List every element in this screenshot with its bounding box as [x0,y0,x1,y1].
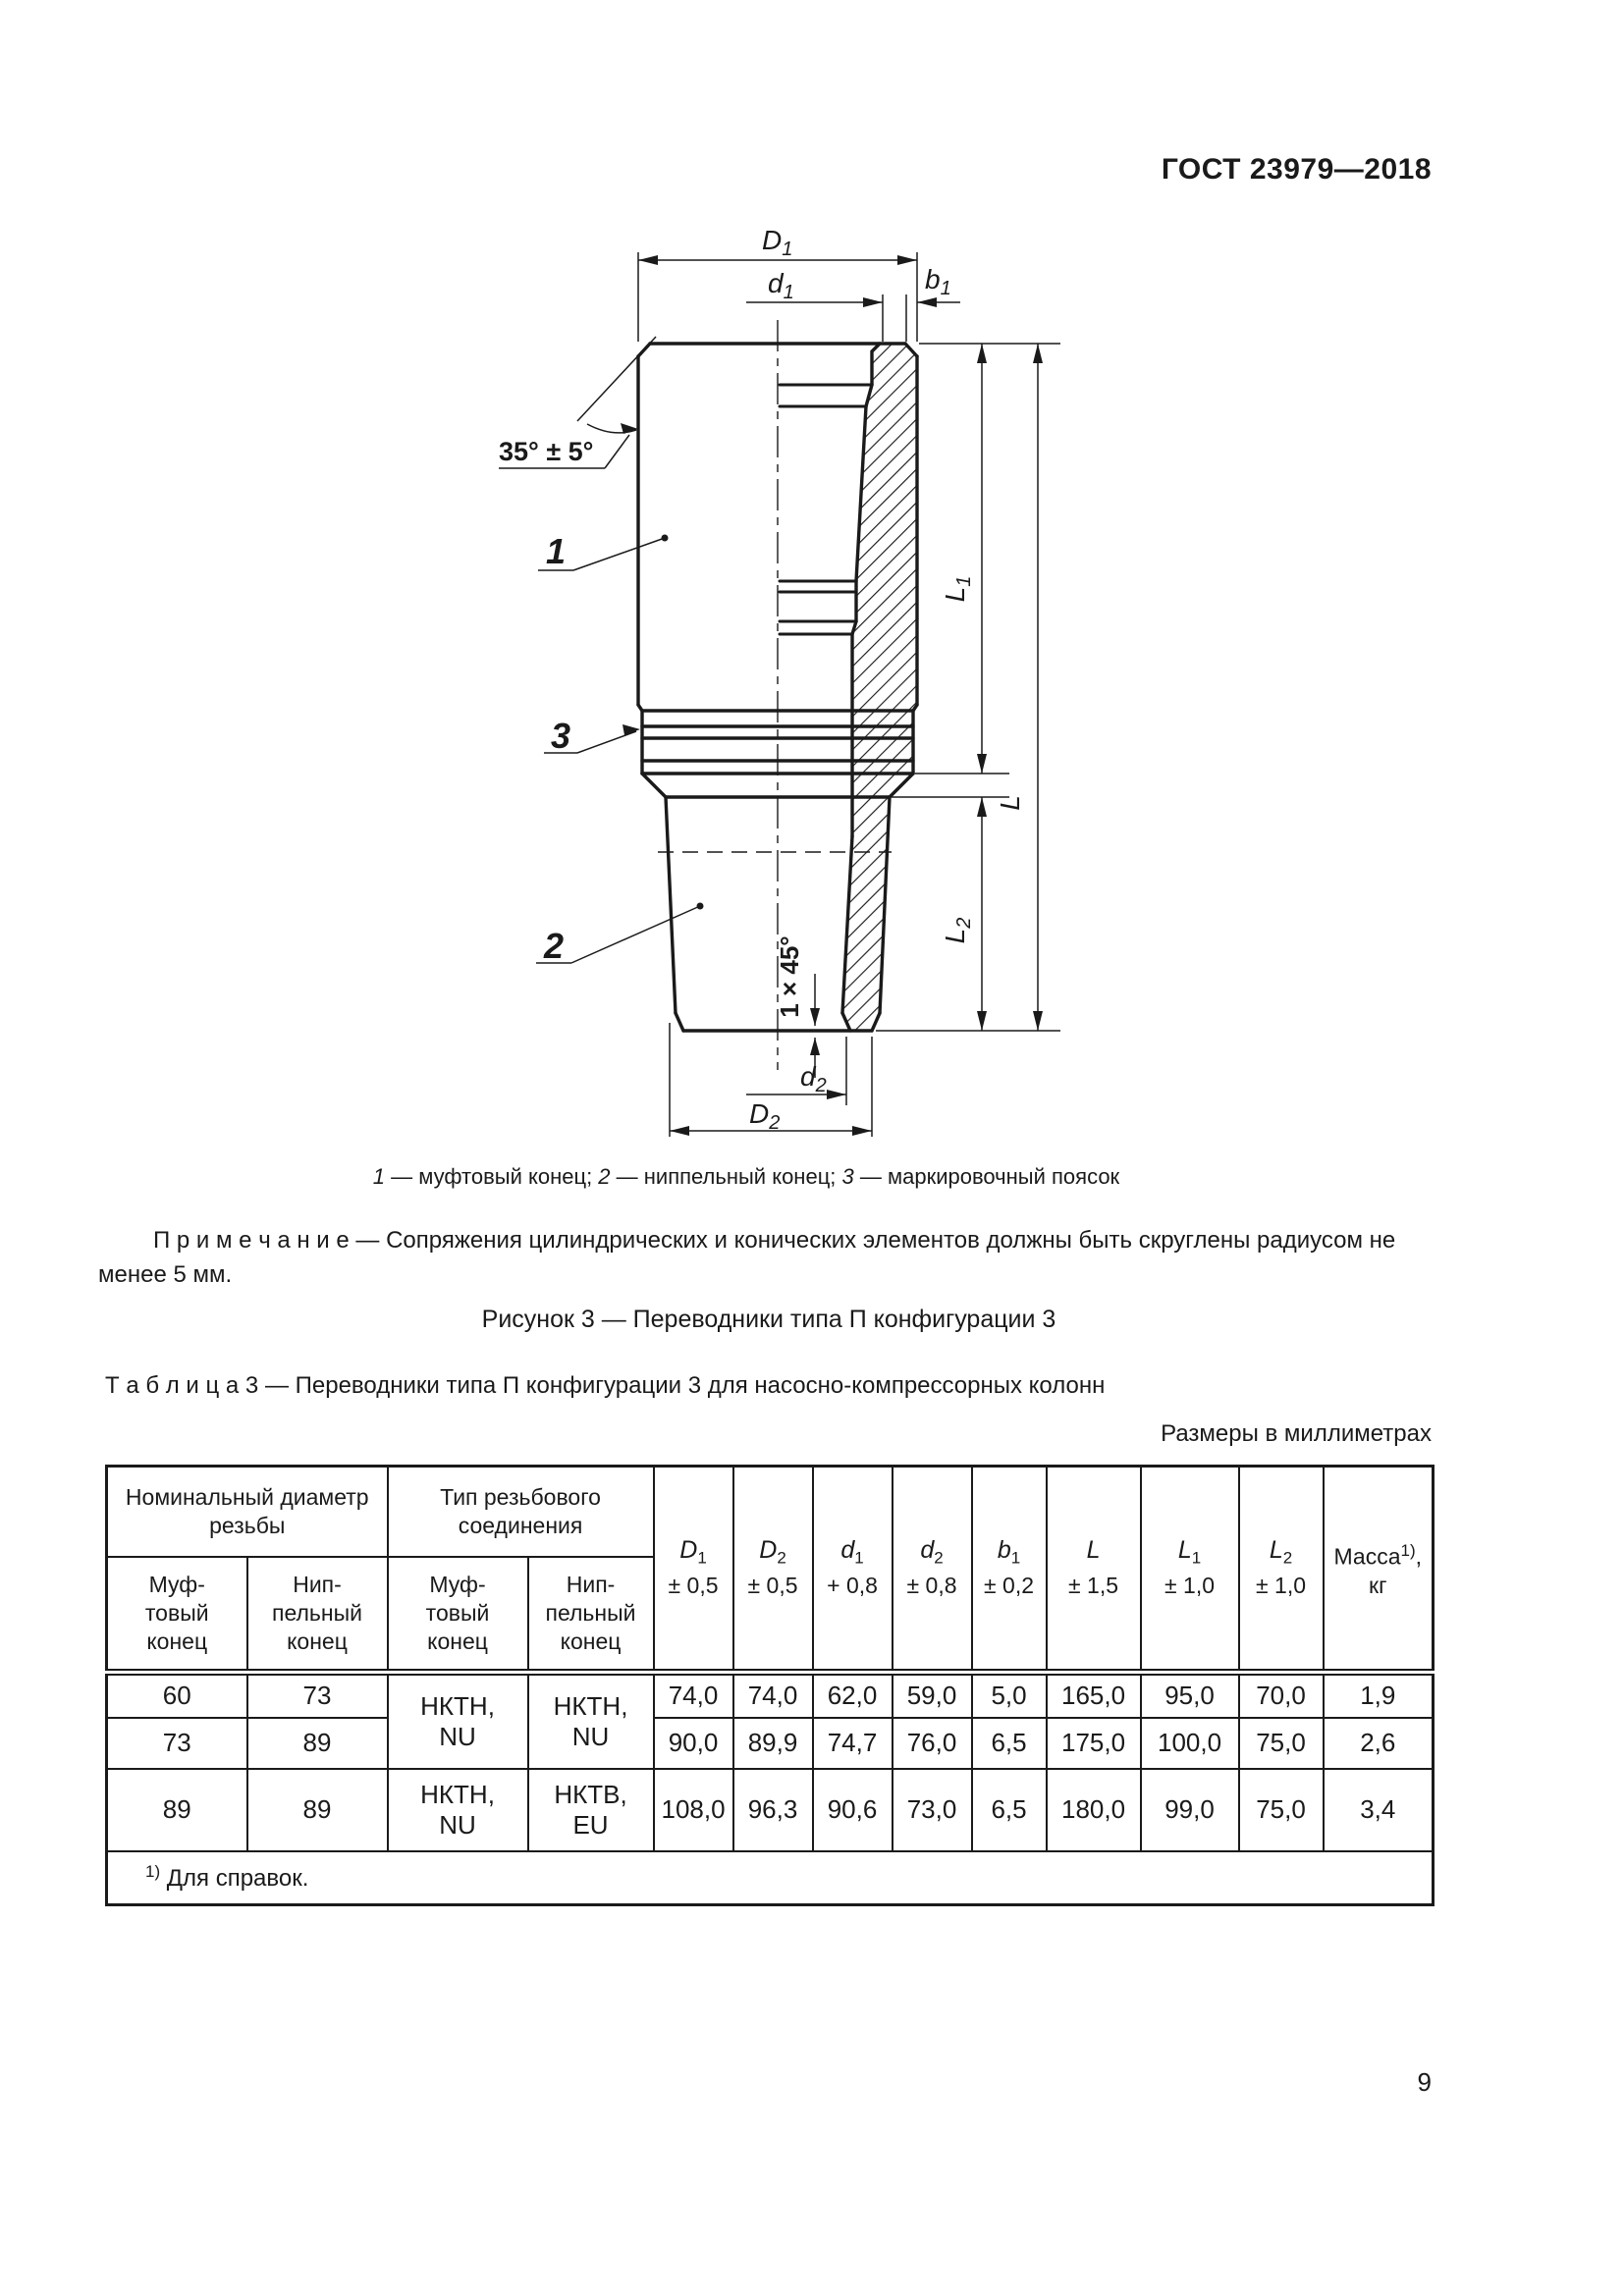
column-group-thread-type: Тип резьбового соединения [386,1465,655,1558]
dim-label-L1: L1 [940,576,975,603]
column-header-dim: D2± 0,5 [731,1465,814,1676]
table-cell: 73,0 [891,1767,973,1852]
table-cell: 75,0 [1237,1767,1325,1852]
figure-caption: 1 — муфтовый конец; 2 — ниппельный конец… [372,1164,1120,1189]
dim-label-D2: D2 [749,1098,780,1134]
table-cell: 108,0 [652,1767,734,1852]
table-cell: 175,0 [1045,1716,1142,1770]
table-cell: 99,0 [1139,1767,1240,1852]
dim-label-L: L [995,795,1025,811]
table-cell: 5,0 [970,1671,1048,1719]
table-cell: 95,0 [1139,1671,1240,1719]
table-cell: 2,6 [1322,1716,1435,1770]
table-cell: НКТН,NU [386,1767,529,1852]
table-cell: 180,0 [1045,1767,1142,1852]
table-header-row-1: Номинальный диаметр резьбы Тип резьбовог… [105,1465,1435,1676]
dim-label-d1: d1 [768,268,794,303]
dim-label-L2: L2 [940,918,975,944]
table-cell: 75,0 [1237,1716,1325,1770]
table-cell: 100,0 [1139,1716,1240,1770]
table-cell: НКТН,NU [526,1671,655,1770]
center-lines [658,320,892,1070]
units-label: Размеры в миллиметрах [1161,1420,1432,1447]
figure-name: Рисунок 3 — Переводники типа П конфигура… [481,1306,1056,1333]
dim-label-b1: b1 [925,264,951,299]
table-cell: НКТН,NU [386,1671,529,1770]
table-footnote: 1) Для справок. [105,1849,1435,1905]
technical-drawing: D1 d1 b1 L1 L L2 d2 D2 35° ± 5° 1 × 45° … [422,196,1070,1163]
table-cell: 73 [245,1671,389,1719]
table-caption-label: Т а б л и ц а 3 [105,1372,259,1399]
dim-label-D1: D1 [762,225,792,260]
table-cell: 89,9 [731,1716,814,1770]
dim-label-d2: d2 [800,1061,827,1096]
table-cell: 62,0 [811,1671,893,1719]
note-label: П р и м е ч а н и е [153,1227,350,1254]
table-caption: Т а б л и ц а 3 — Переводники типа П кон… [105,1372,1432,1400]
dimensions-table: Номинальный диаметр резьбы Тип резьбовог… [105,1465,1435,1906]
table-cell: 90,0 [652,1716,734,1770]
table-cell: 6,5 [970,1716,1048,1770]
table-cell: 6,5 [970,1767,1048,1852]
table-cell: 74,0 [652,1671,734,1719]
table-footnote-row: 1) Для справок. [105,1849,1435,1905]
arrowheads [621,255,1043,1136]
table-cell: 89 [105,1767,248,1852]
column-header-dim: d1+ 0,8 [811,1465,893,1676]
table-cell: 73 [105,1716,248,1770]
standard-number: ГОСТ 23979—2018 [1161,153,1432,186]
adapter-drawing: D1 d1 b1 L1 L L2 d2 D2 35° ± 5° 1 × 45° … [499,225,1060,1137]
item-label-1: 1 [546,531,566,571]
table-cell: 60 [105,1671,248,1719]
column-header-dim: L2± 1,0 [1237,1465,1325,1676]
table-cell: НКТВ,EU [526,1767,655,1852]
table-cell: 89 [245,1716,389,1770]
table-cell: 1,9 [1322,1671,1435,1719]
table-cell: 76,0 [891,1716,973,1770]
table-cell: 96,3 [731,1767,814,1852]
item-label-2: 2 [543,926,564,966]
table-caption-text: — Переводники типа П конфигурации 3 для … [258,1372,1106,1399]
page-number: 9 [1417,2067,1432,2097]
table-cell: 90,6 [811,1767,893,1852]
item-label-3: 3 [551,716,570,756]
table-cell: 59,0 [891,1671,973,1719]
column-header-dim: L1± 1,0 [1139,1465,1240,1676]
note-paragraph: П р и м е ч а н и е — Сопряжения цилиндр… [98,1223,1439,1292]
table-cell: 165,0 [1045,1671,1142,1719]
note-text: — Сопряжения цилиндрических и конических… [98,1227,1396,1288]
column-group-nominal: Номинальный диаметр резьбы [105,1465,389,1558]
angle-label: 35° ± 5° [499,437,593,466]
column-header-dim: L± 1,5 [1045,1465,1142,1676]
column-header-dim: D1± 0,5 [652,1465,734,1676]
column-header-dim: b1± 0,2 [970,1465,1048,1676]
table-cell: 70,0 [1237,1671,1325,1719]
column-header-mass: Масса1),кг [1322,1465,1435,1676]
table-cell: 74,7 [811,1716,893,1770]
table-cell: 74,0 [731,1671,814,1719]
chamfer-label: 1 × 45° [775,935,804,1017]
column-header-dim: d2± 0,8 [891,1465,973,1676]
table-cell: 3,4 [1322,1767,1435,1852]
table-cell: 89 [245,1767,389,1852]
